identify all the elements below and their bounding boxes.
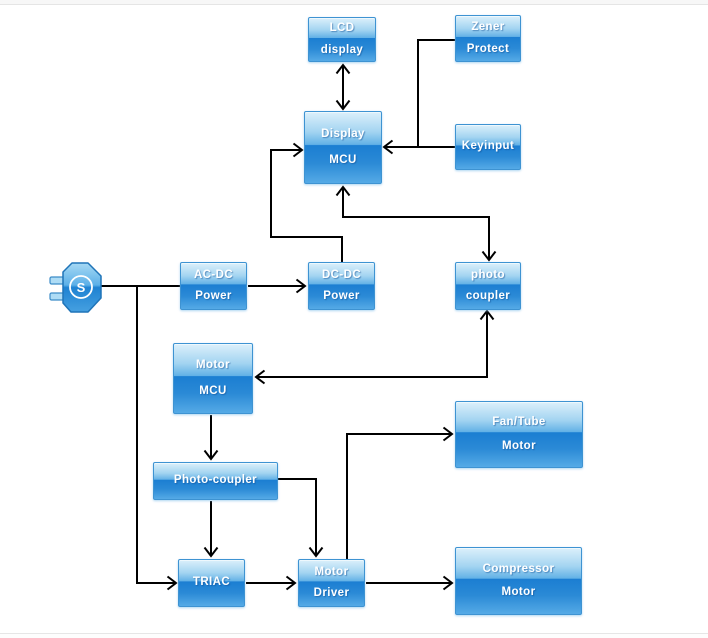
node-display-mcu: Display MCU: [304, 111, 382, 184]
power-plug-icon: S: [49, 262, 102, 313]
node-photo-coupler-lower: Photo-coupler: [153, 462, 278, 500]
edge-photo-coupler-motor-mcu: [254, 309, 495, 385]
node-label: Photo-coupler: [173, 474, 258, 487]
node-label: coupler: [465, 290, 511, 302]
node-photo-coupler-upper: photo coupler: [455, 262, 521, 310]
edge-photo-coupler-motor-driver: [278, 478, 324, 558]
node-fan-tube-motor: Fan/Tube Motor: [455, 401, 583, 468]
node-lcd-display: LCD display: [308, 17, 376, 62]
node-label: TRIAC: [192, 576, 231, 589]
top-divider: [0, 0, 708, 5]
node-label: MCU: [199, 384, 227, 397]
node-label: Motor: [314, 565, 349, 578]
edge-display-mcu-photo-coupler: [335, 185, 497, 262]
node-label: Zener: [471, 21, 505, 33]
node-label: Protect: [466, 42, 510, 55]
node-label: display: [320, 43, 364, 56]
node-label: Keyinput: [461, 140, 515, 153]
node-motor-driver: Motor Driver: [298, 559, 365, 607]
node-keyinput: Keyinput: [455, 124, 521, 170]
node-zener-protect: Zener Protect: [455, 15, 521, 62]
node-label: LCD: [329, 22, 355, 34]
node-dc-dc-power: DC-DC Power: [308, 262, 375, 310]
node-label: Motor: [501, 586, 536, 598]
node-label: AC-DC: [193, 268, 234, 281]
node-label: Driver: [313, 587, 350, 599]
node-triac: TRIAC: [178, 559, 245, 607]
node-label: Display: [321, 128, 365, 140]
node-label: DC-DC: [321, 268, 362, 281]
edge-motor-driver-fan-tube: [346, 426, 454, 559]
node-label: MCU: [329, 153, 357, 166]
node-ac-dc-power: AC-DC Power: [180, 262, 247, 310]
node-label: Power: [323, 290, 360, 302]
node-label: Fan/Tube: [492, 416, 546, 428]
node-label: Power: [195, 290, 232, 302]
node-label: Motor: [196, 359, 230, 371]
node-motor-mcu: Motor MCU: [173, 343, 253, 414]
edge-zener-join: [417, 39, 455, 147]
node-label: Compressor: [482, 562, 555, 575]
node-label: photo: [471, 268, 505, 281]
plug-letter: S: [77, 280, 86, 295]
node-compressor-motor: Compressor Motor: [455, 547, 582, 615]
bottom-divider: [0, 633, 708, 638]
edge-plug-triac: [136, 286, 178, 591]
node-label: Motor: [502, 439, 536, 452]
